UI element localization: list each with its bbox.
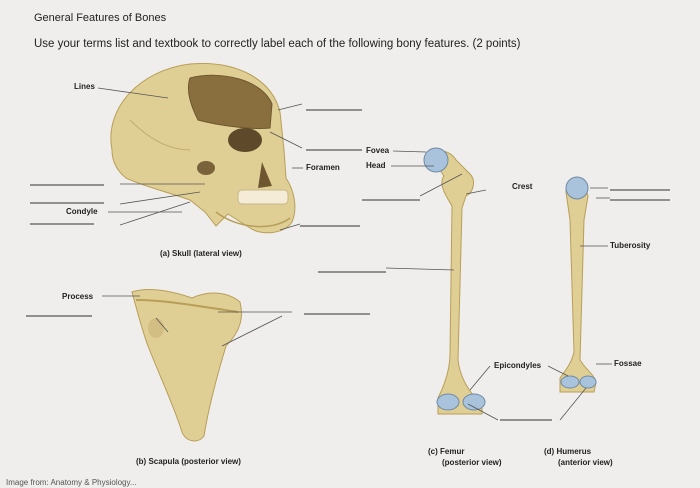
skull-illustration <box>110 62 296 234</box>
image-credit: Image from: Anatomy & Physiology... <box>6 478 137 487</box>
label-head: Head <box>366 161 386 170</box>
caption-scapula: (b) Scapula (posterior view) <box>136 457 241 466</box>
femur-illustration <box>423 147 486 415</box>
label-fovea: Fovea <box>366 146 390 155</box>
caption-femur-line2: (posterior view) <box>442 458 502 467</box>
scapula-illustration <box>131 289 242 442</box>
label-tuberosity: Tuberosity <box>610 241 651 250</box>
page-title: General Features of Bones <box>34 12 167 24</box>
caption-skull: (a) Skull (lateral view) <box>160 249 242 258</box>
humerus-illustration <box>559 176 597 393</box>
answer-blanks <box>26 109 670 421</box>
caption-humerus: (d) Humerus (anterior view) <box>544 446 613 468</box>
instructions-text: Use your terms list and textbook to corr… <box>34 38 521 50</box>
caption-femur-line1: (c) Femur <box>428 447 465 456</box>
leader-lines <box>97 87 612 421</box>
label-condyle: Condyle <box>66 207 98 216</box>
label-crest: Crest <box>512 182 533 191</box>
caption-humerus-line1: (d) Humerus <box>544 447 592 456</box>
label-epicondyles: Epicondyles <box>494 361 542 370</box>
caption-femur: (c) Femur (posterior view) <box>428 446 502 468</box>
label-process: Process <box>62 292 94 301</box>
caption-humerus-line2: (anterior view) <box>558 458 613 467</box>
label-fossae: Fossae <box>614 359 642 368</box>
label-foramen: Foramen <box>306 163 340 172</box>
label-lines: Lines <box>74 82 95 91</box>
